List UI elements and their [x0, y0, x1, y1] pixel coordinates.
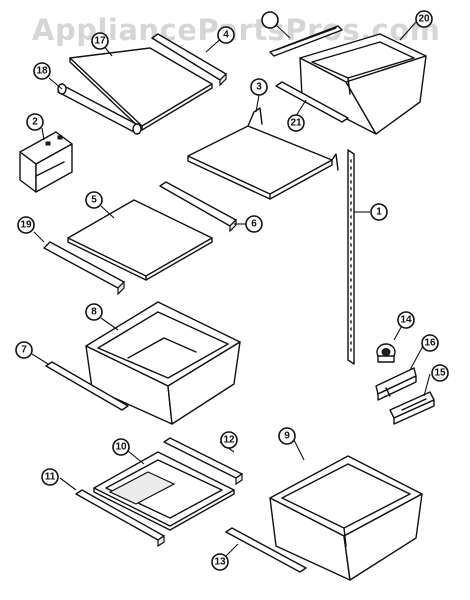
- callout-3: 3: [250, 78, 268, 96]
- callout-1: 1: [370, 203, 388, 221]
- part-vertical-rail[interactable]: [347, 149, 355, 365]
- svg-text:17: 17: [94, 36, 106, 47]
- callout-4: 4: [217, 26, 235, 44]
- part-drawer-slide-left[interactable]: [45, 361, 129, 411]
- svg-text:12: 12: [223, 435, 235, 446]
- svg-text:20: 20: [418, 14, 430, 25]
- callout-5: 5: [85, 191, 103, 209]
- part-middle-glass-shelf[interactable]: [67, 199, 213, 281]
- part-cover-rear-rail[interactable]: [75, 489, 165, 548]
- callout-10: 10: [112, 438, 130, 456]
- callout-22: [261, 11, 279, 29]
- part-cantilever-shelf[interactable]: [187, 107, 339, 200]
- svg-text:16: 16: [424, 338, 436, 349]
- part-control-slide[interactable]: [375, 367, 417, 401]
- svg-text:8: 8: [91, 307, 97, 318]
- svg-text:21: 21: [290, 118, 302, 129]
- callout-14: 14: [397, 311, 415, 329]
- svg-text:19: 19: [20, 220, 32, 231]
- part-top-shelf-trim[interactable]: [151, 33, 227, 87]
- part-top-shelf-rear-rail[interactable]: [57, 83, 142, 135]
- svg-text:13: 13: [214, 557, 226, 568]
- callout-9: 9: [278, 427, 296, 445]
- part-middle-shelf-trim[interactable]: [159, 181, 237, 233]
- callout-13: 13: [211, 553, 229, 571]
- callout-18: 18: [33, 62, 51, 80]
- svg-text:5: 5: [91, 195, 97, 206]
- callout-6: 6: [245, 215, 263, 233]
- part-drawer-top-rail[interactable]: [269, 25, 343, 57]
- svg-text:7: 7: [21, 345, 27, 356]
- part-middle-shelf-rear-rail[interactable]: [43, 241, 125, 296]
- callout-11: 11: [41, 468, 59, 486]
- part-drawer-slide-right[interactable]: [225, 527, 307, 573]
- svg-text:15: 15: [434, 368, 446, 379]
- part-crisper-drawer-left[interactable]: [85, 301, 241, 425]
- svg-text:6: 6: [251, 219, 257, 230]
- part-top-glass-shelf[interactable]: [69, 47, 213, 131]
- part-shelf-bracket[interactable]: [19, 131, 73, 193]
- callout-2: 2: [26, 113, 44, 131]
- svg-text:10: 10: [115, 442, 127, 453]
- part-cover-front-rail[interactable]: [163, 437, 243, 486]
- callout-15: 15: [431, 364, 449, 382]
- callout-19: 19: [17, 216, 35, 234]
- part-roller-knob[interactable]: [376, 343, 396, 363]
- callout-20: 20: [415, 10, 433, 28]
- part-control-cover[interactable]: [389, 391, 435, 425]
- callout-16: 16: [421, 334, 439, 352]
- callout-8: 8: [85, 303, 103, 321]
- svg-text:18: 18: [36, 66, 48, 77]
- callout-12: 12: [220, 431, 238, 449]
- svg-text:2: 2: [32, 117, 38, 128]
- svg-text:1: 1: [376, 207, 382, 218]
- svg-text:11: 11: [45, 472, 56, 483]
- callout-7: 7: [15, 341, 33, 359]
- svg-text:3: 3: [256, 82, 262, 93]
- callout-21: 21: [287, 114, 305, 132]
- part-drawer-slide[interactable]: [275, 81, 349, 123]
- part-drawer-cover[interactable]: [93, 451, 235, 531]
- svg-text:9: 9: [284, 431, 290, 442]
- callout-17: 17: [91, 32, 109, 50]
- part-top-drawer[interactable]: [299, 33, 427, 135]
- svg-text:4: 4: [223, 30, 229, 41]
- svg-text:14: 14: [400, 315, 412, 326]
- part-crisper-drawer-right[interactable]: [269, 455, 423, 581]
